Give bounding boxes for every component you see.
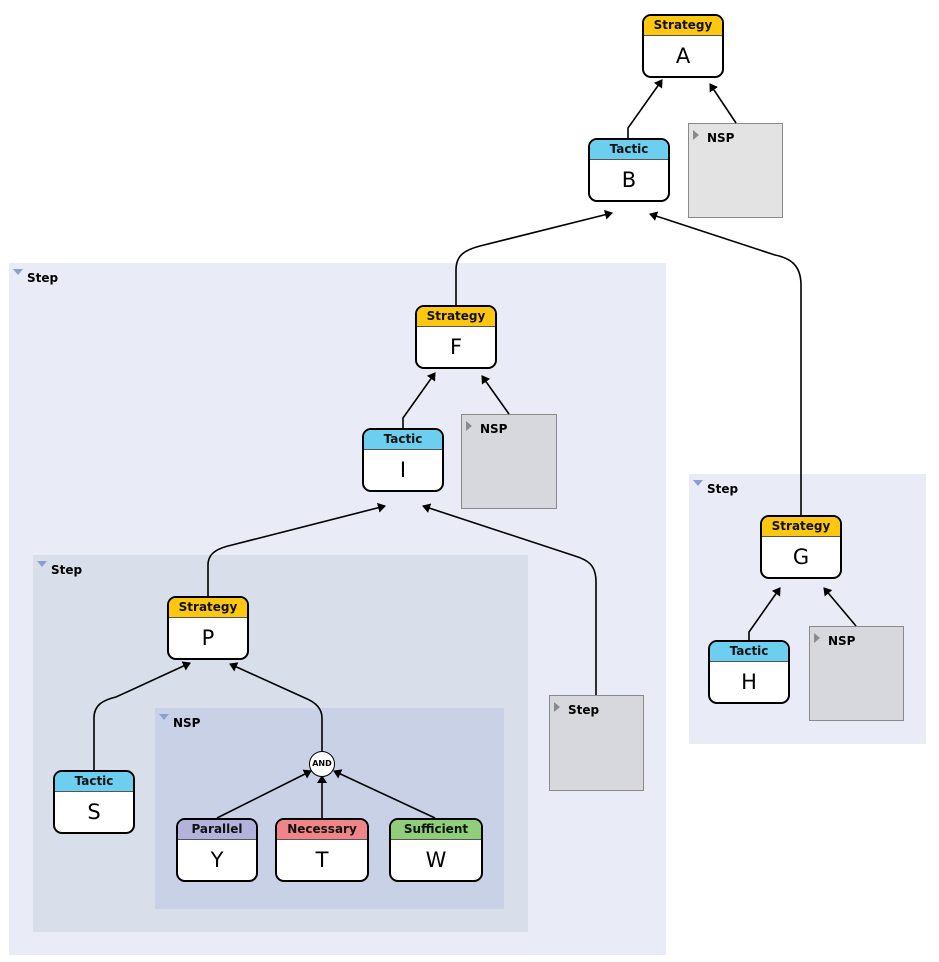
edge-p-to-i <box>207 502 386 596</box>
edge-nsp-top-to-a <box>709 83 737 124</box>
node-label: S <box>87 800 101 824</box>
edge-b-to-a <box>627 79 663 138</box>
expand-toggle-icon[interactable] <box>814 633 820 643</box>
edge-i-to-f <box>402 372 436 428</box>
node-tactic-s[interactable]: Tactic S <box>53 770 135 834</box>
edge-h-to-g <box>748 587 781 640</box>
edge-s-to-p <box>93 661 191 770</box>
node-necessary-t[interactable]: Necessary T <box>275 818 369 882</box>
nsp-group-inner-label: NSP <box>173 716 201 730</box>
node-label: Y <box>210 848 224 872</box>
collapse-toggle-icon[interactable] <box>13 269 23 275</box>
nsp-collapsed-top[interactable]: NSP <box>688 123 783 218</box>
collapse-toggle-icon[interactable] <box>37 561 47 567</box>
node-type-header: Necessary <box>277 820 367 840</box>
edge-step-collapsed-to-i <box>422 503 597 695</box>
step-group-right-label: Step <box>707 482 739 496</box>
nsp-collapsed-f[interactable]: NSP <box>461 414 557 509</box>
node-label: F <box>449 335 463 359</box>
node-type-header: Tactic <box>55 772 133 792</box>
node-label: P <box>201 626 215 650</box>
expand-toggle-icon[interactable] <box>554 702 560 712</box>
node-type-header: Tactic <box>364 430 442 450</box>
edge-nsp-g-to-g <box>823 587 857 627</box>
node-type-header: Strategy <box>644 16 722 36</box>
step-collapsed[interactable]: Step <box>549 695 644 791</box>
collapse-toggle-icon[interactable] <box>693 480 703 486</box>
nsp-collapsed-g[interactable]: NSP <box>809 626 904 721</box>
node-type-header: Sufficient <box>391 820 481 840</box>
node-label: H <box>741 670 757 694</box>
node-label: T <box>315 848 329 872</box>
edge-and-to-p <box>229 662 323 751</box>
edge-y-to-and <box>216 769 312 819</box>
edge-nsp-f-to-f <box>481 375 510 415</box>
node-label: G <box>792 545 810 569</box>
node-type-header: Tactic <box>590 140 668 160</box>
node-tactic-i[interactable]: Tactic I <box>362 428 444 492</box>
node-type-header: Strategy <box>169 598 247 618</box>
edge-w-to-and <box>333 769 436 819</box>
step-group-inner-label: Step <box>51 563 83 577</box>
node-label: B <box>621 168 637 192</box>
node-label: W <box>425 848 447 872</box>
node-type-header: Tactic <box>710 642 788 662</box>
expand-toggle-icon[interactable] <box>466 421 472 431</box>
node-tactic-h[interactable]: Tactic H <box>708 640 790 704</box>
expand-toggle-icon[interactable] <box>693 130 699 140</box>
node-strategy-g[interactable]: Strategy G <box>760 515 842 579</box>
node-type-header: Strategy <box>762 517 840 537</box>
node-parallel-y[interactable]: Parallel Y <box>176 818 258 882</box>
collapse-toggle-icon[interactable] <box>159 714 169 720</box>
and-gate[interactable]: AND <box>309 751 335 777</box>
node-type-header: Strategy <box>417 307 495 327</box>
edge-f-to-b <box>455 209 613 305</box>
node-type-header: Parallel <box>178 820 256 840</box>
node-strategy-f[interactable]: Strategy F <box>415 305 497 369</box>
node-strategy-a[interactable]: Strategy A <box>642 14 724 78</box>
node-strategy-p[interactable]: Strategy P <box>167 596 249 660</box>
node-sufficient-w[interactable]: Sufficient W <box>389 818 483 882</box>
edge-g-to-b <box>649 211 802 515</box>
step-group-main-label: Step <box>27 271 59 285</box>
node-tactic-b[interactable]: Tactic B <box>588 138 670 202</box>
node-label: A <box>675 44 691 68</box>
node-label: I <box>399 458 407 482</box>
